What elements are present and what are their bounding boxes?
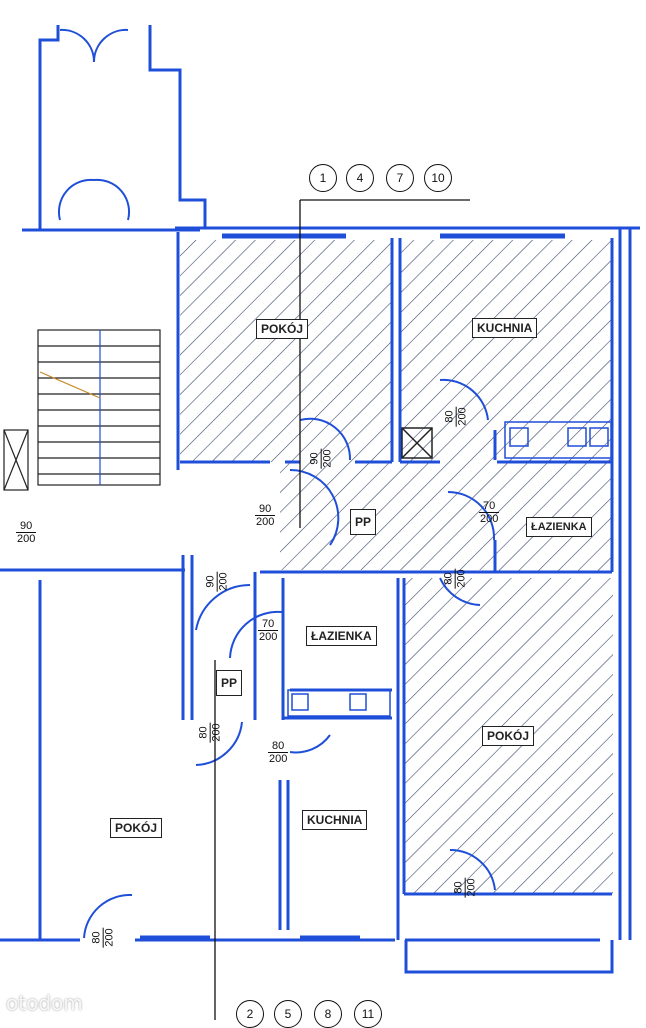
staircase bbox=[37, 329, 161, 486]
room-label-pokoj-right: POKÓJ bbox=[482, 726, 535, 746]
door-swings bbox=[57, 28, 496, 939]
room-label-pokoj-top: POKÓJ bbox=[256, 319, 309, 339]
room-label-kuchnia-lower: KUCHNIA bbox=[302, 810, 368, 830]
unit-number-circle: 11 bbox=[354, 1000, 382, 1028]
unit-number-circle: 2 bbox=[236, 1000, 264, 1028]
unit-number-circle: 7 bbox=[386, 164, 414, 192]
watermark: otodom bbox=[6, 991, 83, 1015]
kitchen-fittings-lower bbox=[287, 689, 391, 717]
hatched-area bbox=[180, 240, 613, 894]
room-label-pp-upper: PP bbox=[350, 509, 377, 535]
unit-number-circle: 1 bbox=[309, 164, 337, 192]
unit-number-circle: 4 bbox=[346, 164, 374, 192]
room-label-lazienka-mid: ŁAZIENKA bbox=[306, 626, 377, 646]
elevator-shaft bbox=[3, 429, 29, 491]
unit-number-circle: 10 bbox=[424, 164, 452, 192]
room-label-pp-lower: PP bbox=[216, 670, 243, 696]
unit-number-circle: 5 bbox=[274, 1000, 302, 1028]
room-label-pokoj-left: POKÓJ bbox=[110, 818, 163, 838]
room-label-kuchnia-top: KUCHNIA bbox=[472, 318, 538, 338]
kitchen-fittings-upper bbox=[401, 421, 612, 459]
unit-number-circle: 8 bbox=[314, 1000, 342, 1028]
leader-lines bbox=[214, 199, 470, 1020]
room-label-lazienka-right: ŁAZIENKA bbox=[526, 517, 592, 537]
